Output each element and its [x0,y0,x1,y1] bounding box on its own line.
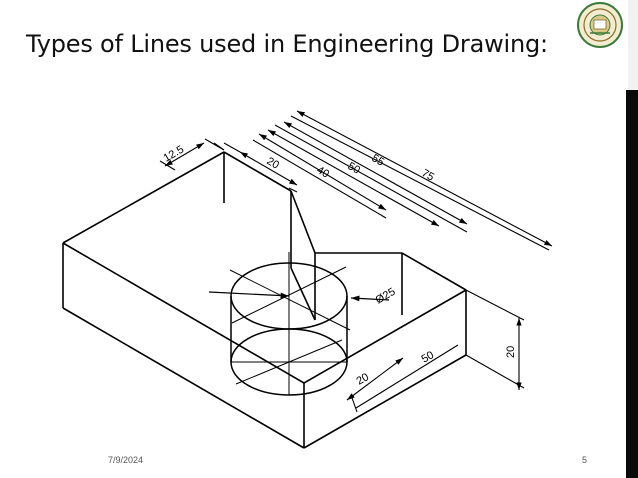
dim-50-top-label: 50 [346,160,363,177]
dim-20-top-label: 20 [265,155,282,172]
dim-55-label: 55 [370,152,387,169]
dim-50-bottom-label: 50 [420,349,437,366]
slide-date: 7/9/2024 [108,455,144,465]
block-outline [62,151,467,449]
slide-page-number: 5 [582,455,588,465]
dim-diameter-label: Ø25 [374,286,398,307]
right-dimensions [346,289,525,413]
dim-75-label: 75 [420,167,437,184]
dim-20-right-label: 20 [505,346,517,358]
slide-edge-decoration-top [628,0,638,90]
slide-title: Types of Lines used in Engineering Drawi… [26,30,548,58]
slide-edge-decoration [626,90,638,478]
dim-20-bottom-label: 20 [355,371,372,388]
university-seal-logo [577,2,623,48]
diameter-leader [208,291,390,302]
top-dimensions [159,110,553,251]
dim-40-label: 40 [315,164,332,181]
